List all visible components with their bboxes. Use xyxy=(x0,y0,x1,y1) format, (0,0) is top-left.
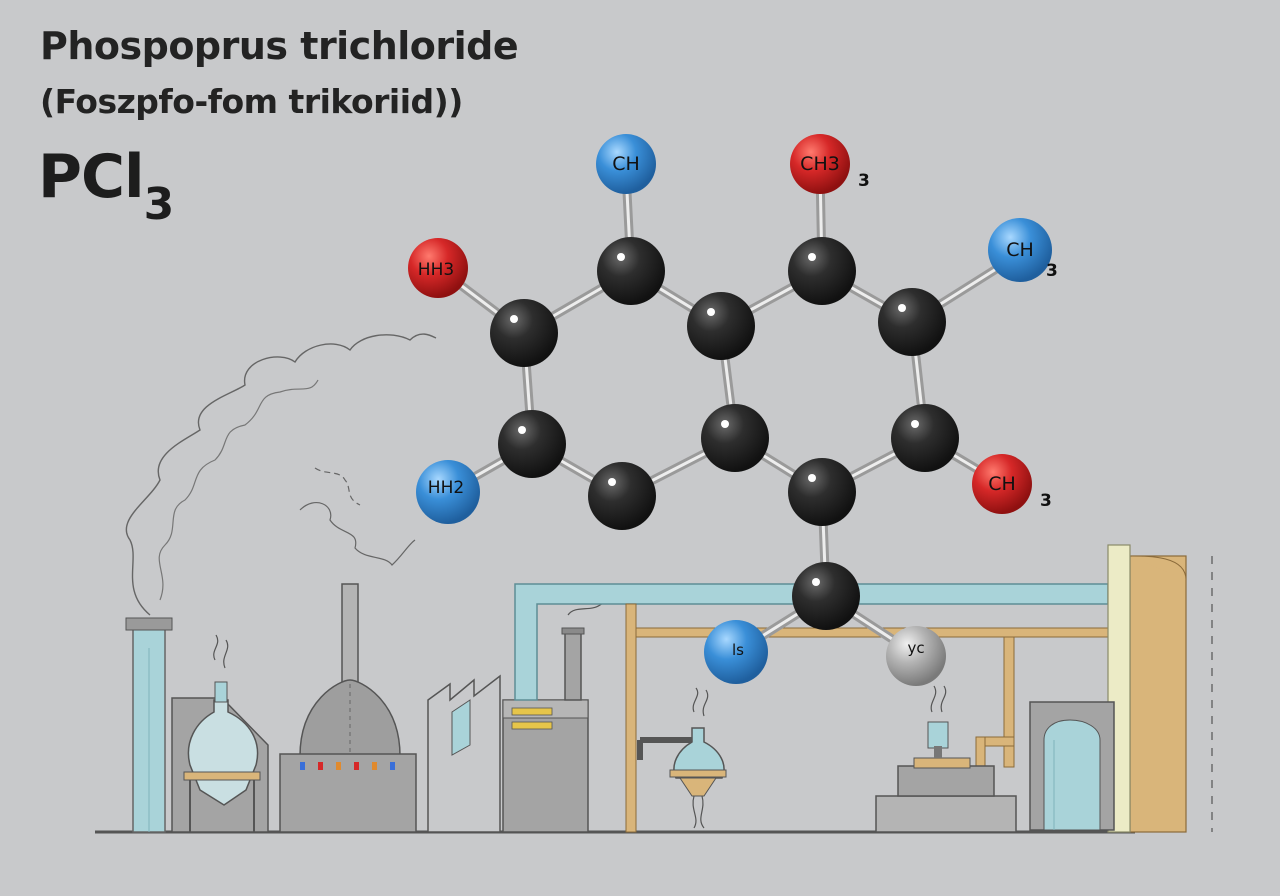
carbon-atom xyxy=(490,299,558,367)
atom-right xyxy=(988,218,1052,282)
atom-top-right-subscript: 3 xyxy=(858,171,870,191)
carbon-atoms xyxy=(490,237,959,630)
atom-top-right xyxy=(790,134,850,194)
chemical-formula: PCl3 xyxy=(38,142,174,230)
press-body xyxy=(897,765,995,797)
atom-left-label: HH3 xyxy=(418,260,454,280)
atom-right-label: CH xyxy=(1006,239,1034,261)
factory-chimney xyxy=(564,631,582,701)
carbon-atom xyxy=(498,410,566,478)
factory-scene xyxy=(95,333,1213,834)
atom-left xyxy=(408,238,468,298)
atom-bottom-right-subscript: 3 xyxy=(1040,491,1052,511)
chimney-cap xyxy=(125,617,173,631)
atom-bottom-right-label: CH xyxy=(988,473,1016,495)
carbon-atom xyxy=(788,458,856,526)
formula-main: PCl xyxy=(38,142,145,212)
atom-bottom-left xyxy=(416,460,480,524)
flask-center-stand xyxy=(669,769,727,778)
press-base xyxy=(875,795,1017,833)
reactor-tower xyxy=(341,583,359,691)
carbon-atom xyxy=(588,462,656,530)
carbon-atom xyxy=(792,562,860,630)
atom-tail-right xyxy=(886,626,946,686)
factory-panel-lights xyxy=(511,707,553,730)
atom-highlights xyxy=(510,253,919,586)
formula-subscript: 3 xyxy=(143,179,175,230)
smoke-wisp xyxy=(299,502,416,566)
factory-block xyxy=(502,699,589,833)
smoke-plume-2 xyxy=(158,379,319,601)
page-subtitle: (Foszpfo-fom trikoriid)) xyxy=(40,82,463,121)
atom-top-right-label: CH3 xyxy=(800,153,840,175)
carbon-atom xyxy=(788,237,856,305)
tan-tank xyxy=(1129,555,1187,833)
carbon-atom xyxy=(878,288,946,356)
smoke-plume xyxy=(125,333,437,616)
carbon-atom xyxy=(687,292,755,360)
flask-center xyxy=(673,727,725,779)
smoke-wisp-2 xyxy=(314,467,361,506)
atom-tail-right-label: yc xyxy=(907,639,924,657)
page-title: Phospoprus trichloride xyxy=(40,24,519,68)
carbon-atom xyxy=(597,237,665,305)
carbon-atom xyxy=(891,404,959,472)
molecule: CH CH3 3 CH 3 HH3 HH2 CH 3 ls yc xyxy=(408,134,1058,686)
atom-right-subscript: 3 xyxy=(1046,261,1058,281)
atom-bottom-left-label: HH2 xyxy=(428,478,464,498)
atom-tail-left-label: ls xyxy=(732,641,744,659)
atom-tail-left xyxy=(704,620,768,684)
atom-bottom-right xyxy=(972,454,1032,514)
flask-stand-left xyxy=(183,771,261,781)
reactor-lights xyxy=(300,762,395,770)
atom-top-left-label: CH xyxy=(612,153,640,175)
sawtooth-building xyxy=(427,674,501,833)
atom-top-left xyxy=(596,134,656,194)
carbon-atom xyxy=(701,404,769,472)
